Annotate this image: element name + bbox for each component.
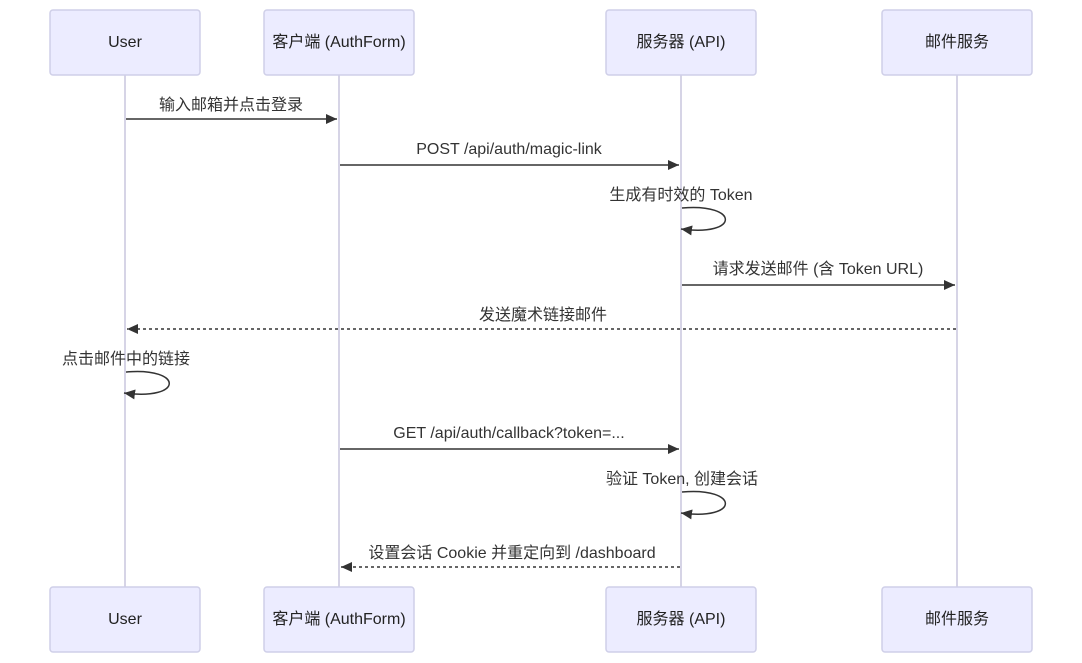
message-label: 验证 Token, 创建会话 — [606, 470, 758, 488]
participant-label: 服务器 (API) — [637, 33, 726, 51]
message-label: 生成有时效的 Token — [609, 186, 752, 204]
message-label: POST /api/auth/magic-link — [416, 141, 603, 158]
participant-mail-top: 邮件服务 — [881, 9, 1033, 76]
message-4: 请求发送邮件 (含 Token URL) — [682, 260, 955, 290]
message-5: 发送魔术链接邮件 — [127, 306, 956, 334]
self-message-arrow — [680, 490, 726, 520]
participant-user-bottom: User — [49, 586, 201, 653]
participant-server-top: 服务器 (API) — [605, 9, 757, 76]
participant-label: User — [108, 611, 142, 628]
participant-label: User — [108, 34, 142, 51]
participant-label: 服务器 (API) — [637, 610, 726, 628]
message-label: 请求发送邮件 (含 Token URL) — [713, 260, 924, 278]
self-message-arrow — [123, 370, 170, 400]
participant-label: 客户端 (AuthForm) — [272, 33, 405, 51]
participant-mail-bottom: 邮件服务 — [881, 586, 1033, 653]
message-7: GET /api/auth/callback?token=... — [340, 425, 679, 454]
self-message-arrow — [680, 206, 726, 236]
participant-client-top: 客户端 (AuthForm) — [263, 9, 415, 76]
message-label: 设置会话 Cookie 并重定向到 /dashboard — [368, 544, 655, 562]
message-1: 输入邮箱并点击登录 — [126, 96, 337, 124]
message-label: 发送魔术链接邮件 — [479, 306, 607, 324]
message-3: 生成有时效的 Token — [609, 186, 753, 236]
participant-server-bottom: 服务器 (API) — [605, 586, 757, 653]
participant-label: 邮件服务 — [925, 610, 989, 628]
message-8: 验证 Token, 创建会话 — [606, 470, 758, 520]
message-label: GET /api/auth/callback?token=... — [393, 425, 624, 442]
participant-client-bottom: 客户端 (AuthForm) — [263, 586, 415, 653]
message-9: 设置会话 Cookie 并重定向到 /dashboard — [341, 544, 680, 572]
participant-label: 客户端 (AuthForm) — [272, 610, 405, 628]
participant-label: 邮件服务 — [925, 33, 989, 51]
message-label: 点击邮件中的链接 — [62, 350, 190, 368]
message-6: 点击邮件中的链接 — [62, 350, 190, 400]
participant-user-top: User — [49, 9, 201, 76]
message-2: POST /api/auth/magic-link — [340, 141, 679, 170]
message-label: 输入邮箱并点击登录 — [159, 96, 303, 114]
